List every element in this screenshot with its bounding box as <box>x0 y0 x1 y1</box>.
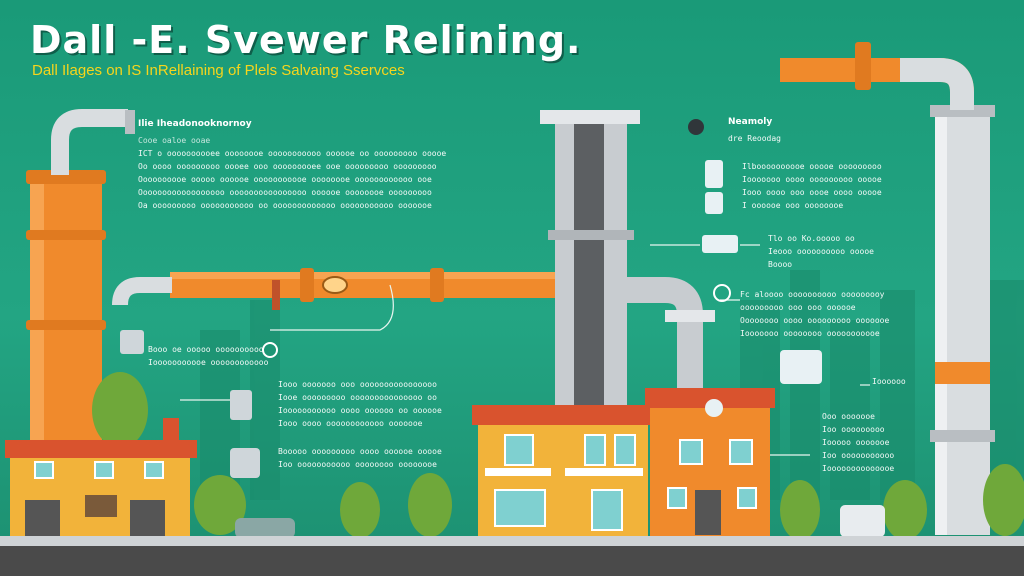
text-line: Ooo ooooooe <box>822 412 875 421</box>
left-house <box>5 418 197 540</box>
text-line: ICT o oooooooooee oooooooe ooooooooooo o… <box>138 149 447 158</box>
text-line: dre Reoodag <box>728 134 781 143</box>
text-line: Iooooooooooo oooo oooooo oo oooooe <box>278 406 442 415</box>
text-line: Ieooo oooooooooo ooooe <box>768 247 874 256</box>
cars <box>235 505 885 538</box>
text-line: Boooo <box>768 260 793 269</box>
text-line: Iooooo ooooooe <box>822 438 890 447</box>
central-stack-pipe <box>540 110 715 410</box>
trees <box>92 372 1024 540</box>
text-line: Ioooooooooooooe <box>822 464 895 473</box>
text-block-center-mid: Iooo ooooooo ooo oooooooooooooooo Iooe o… <box>278 378 442 430</box>
text-line: Iooo oooo ooo oooe oooo ooooe <box>742 188 882 197</box>
text-line: Oo oooo ooooooooo oooee ooo ooooooooee o… <box>138 162 437 171</box>
text-block-right-mid2: Tlo oo Ko.ooooo oo Ieooo oooooooooo oooo… <box>768 232 874 271</box>
text-line: Iooooooooooe oooooooooooo <box>148 358 269 367</box>
text-line: I oooooe ooo oooooooe <box>742 201 844 210</box>
text-block-right-mid1: Ilboooooooooe ooooe ooooooooo Iooooooo o… <box>742 160 882 212</box>
text-line: Oooooooooe ooooo oooooe ooooooooooe oooo… <box>138 175 432 184</box>
sidewalk <box>0 536 1024 546</box>
text-block-right-low2: Ooo ooooooe Ioo ooooooooo Iooooo ooooooe… <box>822 410 894 475</box>
left-vertical-pipe <box>26 109 135 445</box>
text-line: Iooo ooooooo ooo oooooooooooooooo <box>278 380 437 389</box>
text-line: Ioo ooooooooooo <box>822 451 895 460</box>
text-line: Iooooooo oooooooo ooooooooooe <box>740 329 880 338</box>
text-line: Ioo ooooooooo <box>822 425 885 434</box>
text-line: Cooe oaloe ooae <box>138 136 211 145</box>
central-houses <box>472 388 775 540</box>
text-block-left-mid: Booo oe ooooo oooooooooo Iooooooooooe oo… <box>148 343 268 369</box>
right-vertical-pipe <box>780 42 995 535</box>
text-line: Iooo oooo oooooooooooo ooooooe <box>278 419 423 428</box>
page-title: Dall -E. Svewer Relining. <box>30 18 582 62</box>
text-block-right-low1: Ioooooo <box>872 375 906 388</box>
block-heading: Ilie Iheadonooknornoy <box>138 119 252 129</box>
text-line: Booooo ooooooooo oooo oooooe ooooe <box>278 447 442 456</box>
text-line: Oa ooooooooo ooooooooooo oo oooooooooooo… <box>138 201 432 210</box>
road <box>0 546 1024 576</box>
text-line: Iooe ooooooooo ooooooooooooooo oo <box>278 393 437 402</box>
block-heading: Neamoly <box>728 117 773 127</box>
text-line: Oooooooooooooooooo oooooooooooooooo oooo… <box>138 188 432 197</box>
text-line: Oooooooo oooo ooooooooo ooooooe <box>740 316 890 325</box>
text-line: Booo oe ooooo oooooooooo <box>148 345 264 354</box>
text-block-right-mid3: Fc aloooo oooooooooo ooooooooy ooooooooo… <box>740 288 889 340</box>
text-block-right-top: Neamoly dre Reoodag <box>728 116 781 145</box>
text-line: Ioo ooooooooooo oooooooo oooooooe <box>278 460 437 469</box>
page-subtitle: Dall Ilages on IS InRellaining of Plels … <box>32 62 405 79</box>
text-line: ooooooooo ooo ooo oooooe <box>740 303 856 312</box>
text-line: Ioooooo <box>872 377 906 386</box>
device-icons <box>120 119 822 478</box>
text-block-left-top: Ilie Iheadonooknornoy Cooe oaloe ooae IC… <box>138 118 446 212</box>
horizontal-pipe <box>112 268 560 310</box>
text-line: Ilboooooooooe ooooe ooooooooo <box>742 162 882 171</box>
text-line: Tlo oo Ko.ooooo oo <box>768 234 855 243</box>
text-block-center-low: Booooo ooooooooo oooo oooooe ooooe Ioo o… <box>278 445 442 471</box>
text-line: Fc aloooo oooooooooo ooooooooy <box>740 290 885 299</box>
text-line: Iooooooo oooo ooooooooo ooooe <box>742 175 882 184</box>
